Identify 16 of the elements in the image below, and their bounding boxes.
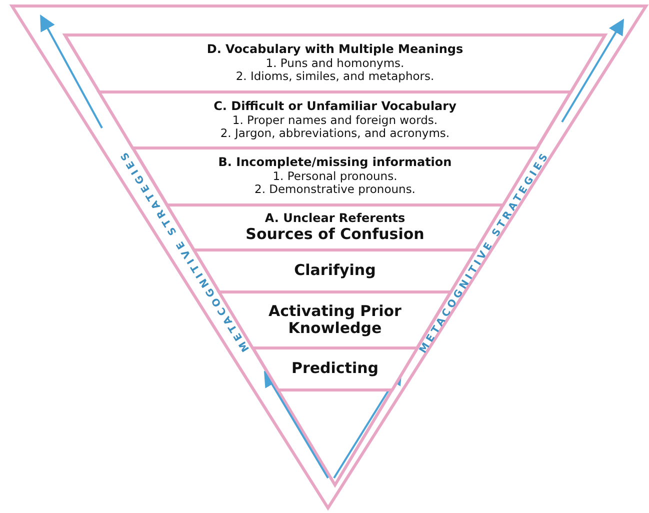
band-title: Predicting bbox=[291, 360, 379, 378]
pyramid-band bbox=[65, 35, 605, 92]
list-item: 1. Personal pronouns. bbox=[272, 170, 398, 184]
band-heading: C. Difficult or Unfamiliar Vocabulary bbox=[214, 100, 456, 114]
band-title: Clarifying bbox=[294, 262, 376, 280]
band-heading: D. Vocabulary with Multiple Meanings bbox=[206, 43, 464, 58]
band-heading: B. Incomplete/missing information bbox=[218, 156, 452, 170]
section-title: Sources of Confusion bbox=[246, 226, 424, 243]
list-item: 2. Demonstrative pronouns. bbox=[254, 183, 416, 197]
band-title: Activating Prior Knowledge bbox=[268, 302, 402, 338]
band-heading: A. Unclear Referents bbox=[264, 212, 406, 226]
list-item: 1. Puns and homonyms. bbox=[266, 57, 404, 70]
list-item: 1. Proper names and foreign words. bbox=[232, 114, 438, 127]
pyramid-band bbox=[99, 92, 571, 148]
list-item: 2. Jargon, abbreviations, and acronyms. bbox=[220, 126, 450, 140]
list-item: 2. Idioms, similes, and metaphors. bbox=[236, 70, 434, 84]
